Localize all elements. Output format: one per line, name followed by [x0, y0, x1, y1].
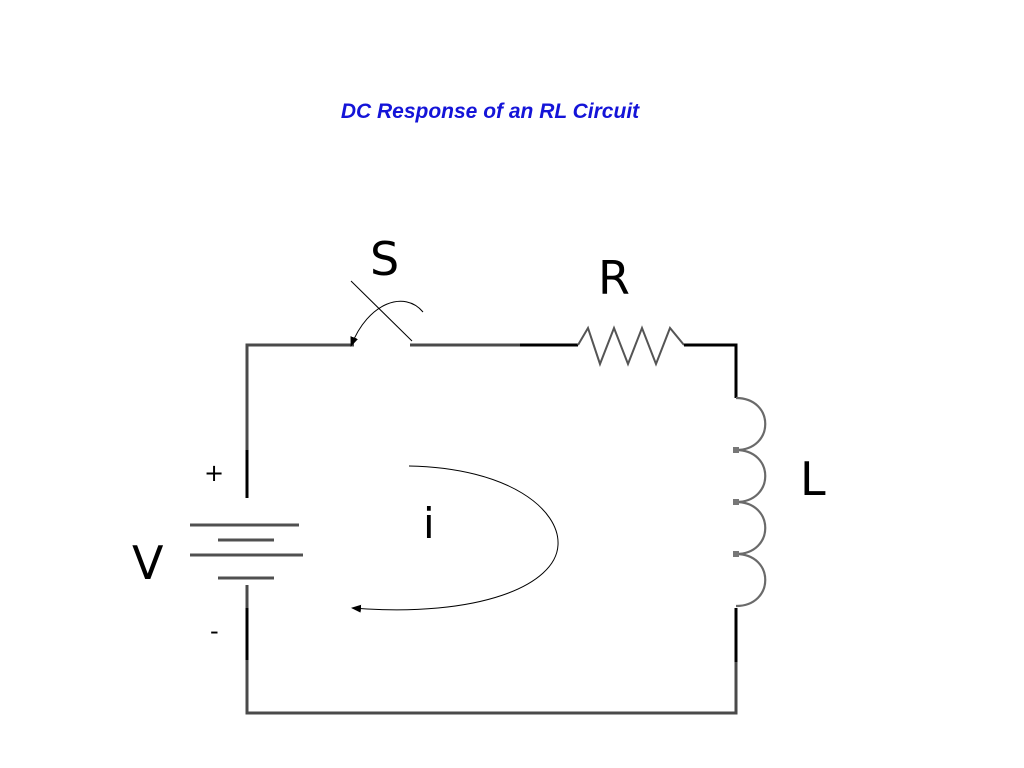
resistor-label: R	[598, 251, 630, 305]
inductor-tap-2	[733, 499, 739, 505]
plus-sign: +	[204, 459, 224, 487]
switch-arrow	[350, 300, 424, 347]
wire-left-top	[245, 343, 354, 498]
resistor-zigzag	[577, 325, 685, 367]
source-label: V	[132, 536, 164, 590]
minus-sign: -	[210, 617, 219, 645]
inductor-coil	[735, 396, 767, 608]
wire-top-right	[684, 343, 738, 398]
current-label: i	[423, 499, 435, 548]
switch-blade	[350, 280, 413, 342]
page-title: DC Response of an RL Circuit	[340, 100, 640, 123]
current-loop-arrow	[351, 465, 559, 613]
switch-label: S	[370, 232, 399, 286]
inductor-label: L	[800, 452, 826, 506]
wire-bottom	[245, 585, 738, 715]
inductor-tap-3	[733, 551, 739, 557]
inductor-tap-1	[733, 447, 739, 453]
